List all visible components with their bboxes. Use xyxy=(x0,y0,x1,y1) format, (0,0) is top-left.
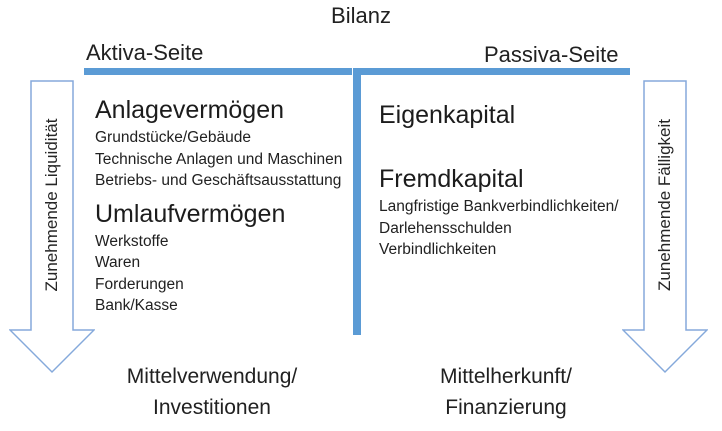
passiva-header: Passiva-Seite xyxy=(484,42,619,67)
section-item: Werkstoffe xyxy=(95,232,169,250)
section-item: Bank/Kasse xyxy=(95,297,178,314)
section-item: Waren xyxy=(95,254,141,271)
liquiditaet-arrow-label: Zunehmende Liquidität xyxy=(42,118,61,292)
divider-horizontal-right xyxy=(360,68,630,75)
section-heading: Anlagevermögen xyxy=(95,96,285,124)
section-item: Grundstücke/Gebäude xyxy=(95,129,251,146)
diagram-title: Bilanz xyxy=(331,3,391,28)
section-item: Verbindlichkeiten xyxy=(379,241,497,258)
passiva-section-eigenkapital: Eigenkapital xyxy=(379,99,639,132)
aktiva-header: Aktiva-Seite xyxy=(86,40,204,65)
section-heading: Umlaufvermögen xyxy=(95,199,286,228)
faelligkeit-arrow-label: Zunehmende Fälligkeit xyxy=(655,119,674,291)
passiva-content: Eigenkapital Fremdkapital Langfristige B… xyxy=(379,99,639,261)
section-item: Langfristige Bankverbindlichkeiten/ xyxy=(379,198,619,215)
down-arrow-icon xyxy=(9,80,95,374)
section-item: Darlehensschulden xyxy=(379,219,512,237)
section-heading: Eigenkapital xyxy=(379,101,516,129)
aktiva-section-anlagevermoegen: Anlagevermögen Grundstücke/Gebäude Techn… xyxy=(95,94,355,192)
aktiva-section-umlaufvermoegen: Umlaufvermögen Werkstoffe Waren Forderun… xyxy=(95,198,355,317)
mittelverwendung-caption: Mittelverwendung/ Investitionen xyxy=(102,361,322,423)
down-arrow-icon xyxy=(622,80,708,374)
caption-line: Finanzierung xyxy=(445,396,567,419)
divider-horizontal-left xyxy=(84,68,352,75)
caption-line: Investitionen xyxy=(153,396,271,419)
section-item: Betriebs- und Geschäftsausstattung xyxy=(95,172,342,189)
caption-line: Mittelherkunft/ xyxy=(440,365,572,388)
divider-vertical xyxy=(353,68,361,335)
caption-line: Mittelverwendung/ xyxy=(126,365,298,388)
mittelherkunft-caption: Mittelherkunft/ Finanzierung xyxy=(396,361,616,423)
passiva-section-fremdkapital: Fremdkapital Langfristige Bankverbindlic… xyxy=(379,163,639,261)
section-item: Forderungen xyxy=(95,275,184,293)
aktiva-content: Anlagevermögen Grundstücke/Gebäude Techn… xyxy=(95,94,355,317)
section-item: Technische Anlagen und Maschinen xyxy=(95,150,343,168)
section-heading: Fremdkapital xyxy=(379,165,524,193)
